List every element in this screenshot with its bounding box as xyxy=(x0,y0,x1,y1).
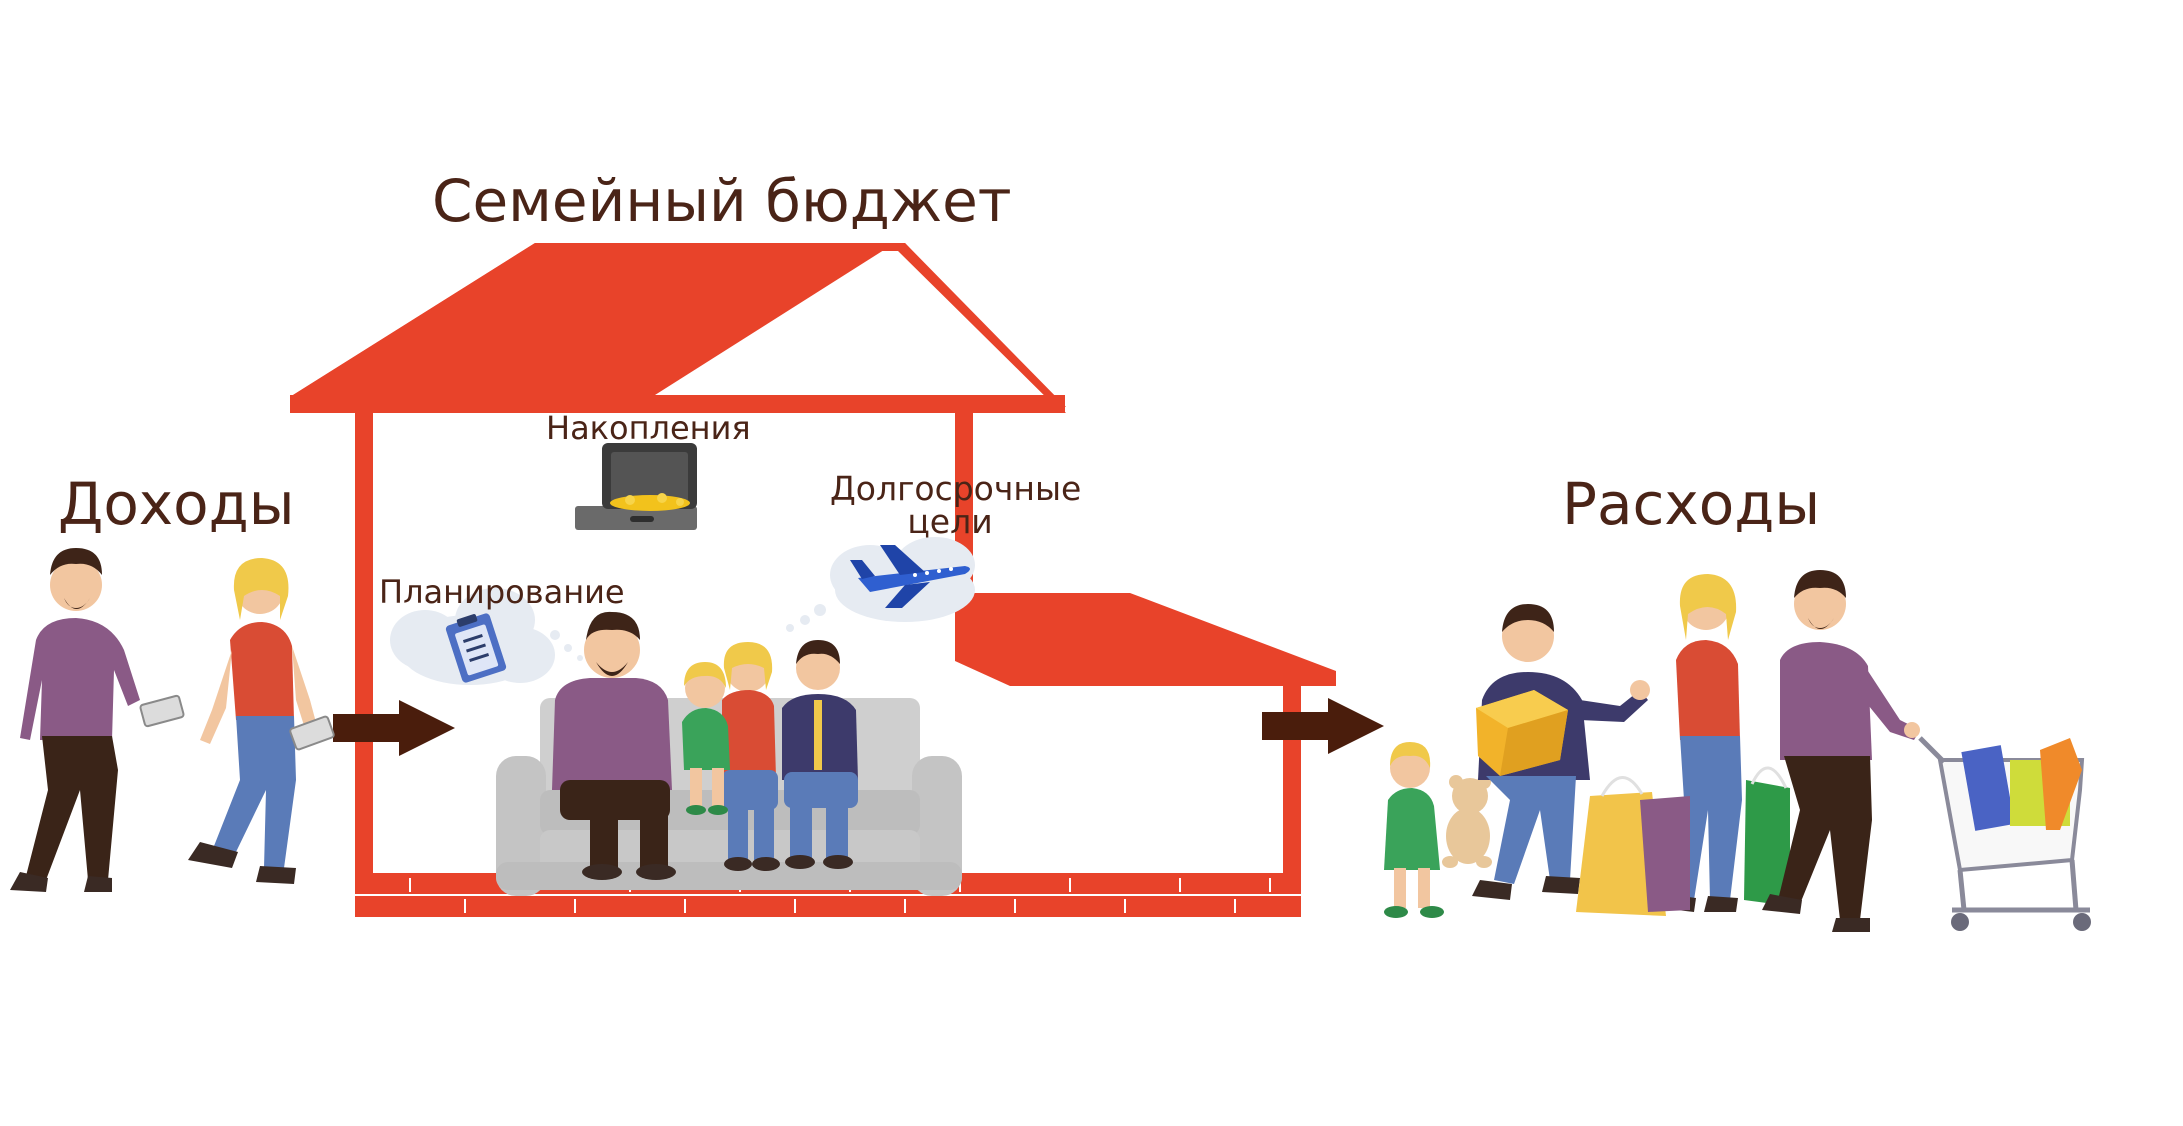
arrow-income-to-house xyxy=(333,700,455,756)
house-extension-wall xyxy=(1283,686,1301,911)
expense-people xyxy=(1384,570,2091,932)
person-son-sitting xyxy=(782,640,858,869)
teddy-bear-icon xyxy=(1442,775,1492,868)
person-woman-walking-with-money xyxy=(188,558,335,884)
savings-label: Накопления xyxy=(546,409,751,447)
income-label: Доходы xyxy=(58,470,295,538)
diagram-title: Семейный бюджет xyxy=(432,167,1012,235)
goals-label: Долгосрочные цели xyxy=(830,469,1082,541)
person-girl-sitting xyxy=(682,662,730,815)
planning-label: Планирование xyxy=(379,573,625,611)
arrow-house-to-expenses xyxy=(1262,698,1384,754)
house-roof-fill xyxy=(293,243,895,395)
goals-thought-cloud xyxy=(786,537,975,632)
box-icon xyxy=(1476,690,1568,776)
house-extension-roof xyxy=(955,593,1336,686)
house-roof-right-face xyxy=(895,243,1066,407)
house-roof-eave xyxy=(290,395,1065,413)
person-mother-sitting xyxy=(722,642,780,871)
shopping-bags-icon xyxy=(1576,766,1790,916)
goals-label-line2: цели xyxy=(907,502,993,541)
planning-thought-cloud xyxy=(390,588,583,685)
clipboard-checklist-icon xyxy=(445,613,507,683)
airplane-icon xyxy=(850,545,970,608)
house-left-wall xyxy=(355,413,373,911)
expenses-label: Расходы xyxy=(1562,470,1821,538)
shopping-cart-icon xyxy=(1918,736,2091,931)
family-on-sofa xyxy=(552,611,858,880)
person-man-with-box xyxy=(1472,604,1650,900)
person-father-sitting xyxy=(552,611,676,880)
suitcase-with-gold-icon xyxy=(575,443,697,530)
person-man-walking-with-money xyxy=(10,548,185,892)
person-girl-with-teddy-bear xyxy=(1384,742,1492,918)
income-people xyxy=(10,548,335,892)
person-man-with-shopping-cart xyxy=(1762,570,1920,932)
goals-label-line1: Долгосрочные xyxy=(830,469,1082,508)
person-woman-with-shopping-bags xyxy=(1576,574,1790,916)
